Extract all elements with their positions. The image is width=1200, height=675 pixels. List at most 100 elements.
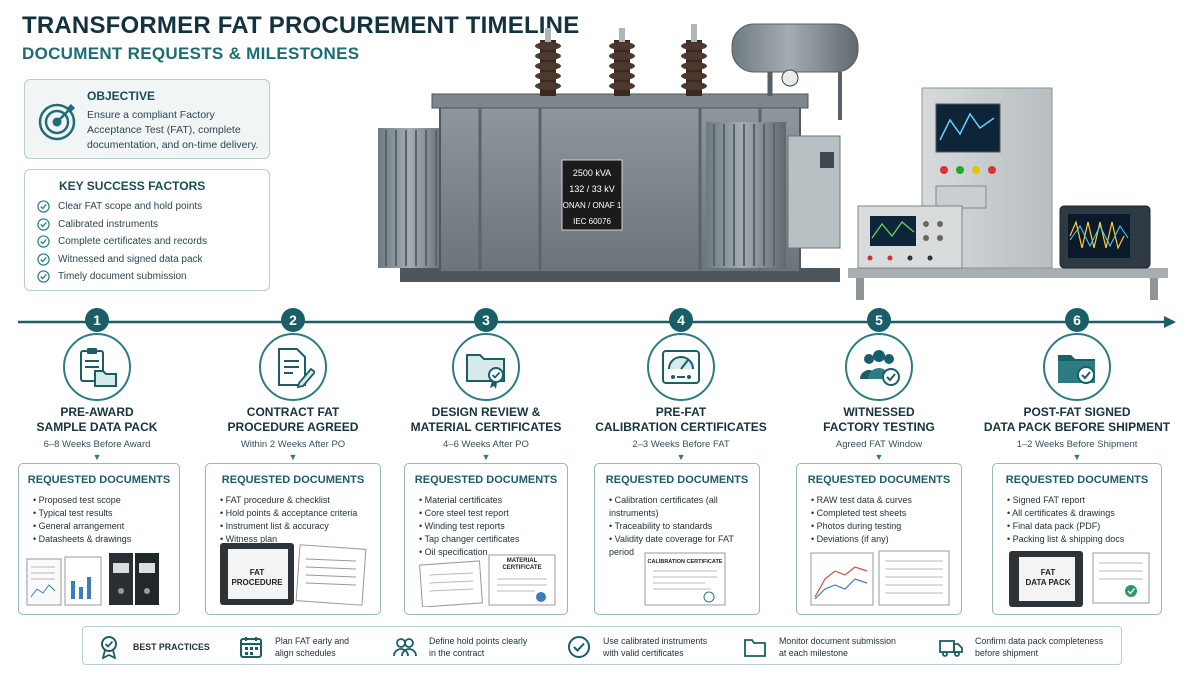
requested-document-item: General arrangement — [33, 520, 171, 533]
milestone-timing: Within 2 Weeks After PO — [240, 439, 346, 450]
requested-document-item: Proposed test scope — [33, 494, 171, 507]
requested-documents-heading: REQUESTED DOCUMENTS — [1005, 474, 1149, 486]
test-data-sheets-image — [810, 550, 950, 606]
milestone-number: 1 — [85, 308, 109, 332]
milestone-title-line-2: FACTORY TESTING — [823, 420, 935, 434]
requested-documents-card-5: REQUESTED DOCUMENTS RAW test data & curv… — [796, 463, 962, 615]
folder-icon — [744, 638, 766, 657]
milestone-number: 4 — [669, 308, 693, 332]
check-circle-icon — [37, 270, 50, 283]
requested-documents-heading: REQUESTED DOCUMENTS — [27, 474, 171, 486]
milestone-title-line-1: WITNESSED — [843, 405, 915, 419]
radiator-left — [378, 128, 448, 268]
success-factor-item: Calibrated instruments — [37, 216, 207, 234]
requested-document-item: Photos during testing — [811, 520, 953, 533]
folder-certificate-icon — [466, 354, 505, 389]
truck-icon — [939, 639, 963, 657]
milestone-timing: 2–3 Weeks Before FAT — [632, 439, 730, 450]
key-success-factors-heading: KEY SUCCESS FACTORS — [59, 179, 206, 193]
milestone-title-line-1: POST-FAT SIGNED — [1023, 405, 1131, 419]
transformer-illustration: 2500 kVA 132 / 33 kV ONAN / ONAF 1 IEC 6… — [378, 23, 1168, 300]
requested-document-item: Tap changer certificates — [419, 533, 559, 546]
power-analyzer — [1059, 205, 1151, 269]
page-title: TRANSFORMER FAT PROCUREMENT TIMELINE — [22, 12, 580, 39]
milestone-title-line-2: MATERIAL CERTIFICATES — [410, 420, 562, 434]
requested-document-item: Final data pack (PDF) — [1007, 520, 1153, 533]
certificate-label-line-1: MATERIAL — [506, 558, 538, 564]
team-check-icon — [860, 350, 900, 386]
milestone-icon-circle — [647, 333, 715, 401]
nameplate-line-1: 2500 kVA — [573, 168, 611, 178]
fat-procedure-binder-image — [220, 543, 367, 606]
nameplate — [561, 159, 623, 231]
calendar-icon — [240, 636, 262, 658]
requested-documents-card-1: REQUESTED DOCUMENTS Proposed test scope … — [18, 463, 180, 615]
milestone-timing: Agreed FAT Window — [835, 439, 923, 450]
success-factor-label: Complete certificates and records — [58, 236, 207, 248]
success-factor-item: Witnessed and signed data pack — [37, 251, 207, 269]
requested-document-item: Signed FAT report — [1007, 494, 1153, 507]
chevron-down-icon: ▼ — [288, 452, 298, 462]
requested-documents-card-6: REQUESTED DOCUMENTS Signed FAT report Al… — [992, 463, 1162, 615]
success-factor-label: Clear FAT scope and hold points — [58, 201, 203, 213]
success-factor-item: Complete certificates and records — [37, 233, 207, 251]
best-practice-item: Monitor document submission at each mile… — [743, 627, 896, 666]
best-practice-text: Monitor document submission at each mile… — [779, 635, 896, 658]
nameplate-line-4: IEC 60076 — [573, 217, 611, 226]
best-practice-item: Define hold points clearly in the contra… — [393, 627, 527, 666]
check-circle-icon — [37, 235, 50, 248]
milestone-timing: 6–8 Weeks Before Award — [43, 439, 151, 450]
objective-panel: OBJECTIVE Ensure a compliant Factory Acc… — [24, 79, 270, 159]
milestone-title-line-1: CONTRACT FAT — [246, 405, 340, 419]
milestone-title-line-2: SAMPLE DATA PACK — [36, 420, 158, 434]
milestone-number: 5 — [867, 308, 891, 332]
binder-label-line-2: PROCEDURE — [231, 578, 283, 587]
best-practices-bar: BEST PRACTICES Plan FAT early and align … — [82, 626, 1122, 665]
best-practice-item: Plan FAT early and align schedules — [239, 627, 349, 666]
check-circle-icon — [37, 253, 50, 266]
nameplate-line-3: ONAN / ONAF 1 — [563, 201, 622, 210]
clipboard-folder-icon — [80, 348, 117, 387]
success-factor-label: Timely document submission — [58, 271, 187, 283]
conservator-tank — [731, 23, 859, 120]
best-practices-heading: BEST PRACTICES — [97, 627, 210, 666]
milestone-icon-circle — [1043, 333, 1111, 401]
page-subtitle: DOCUMENT REQUESTS & MILESTONES — [22, 44, 360, 63]
milestone-number: 2 — [281, 308, 305, 332]
requested-document-item: Winding test reports — [419, 520, 559, 533]
requested-documents-card-4: REQUESTED DOCUMENTS Calibration certific… — [594, 463, 760, 615]
requested-document-item: FAT procedure & checklist — [220, 494, 372, 507]
fat-data-pack-binder-image — [1009, 551, 1150, 607]
requested-document-item: Material certificates — [419, 494, 559, 507]
test-platform — [848, 268, 1168, 278]
hv-bushings — [535, 24, 707, 96]
requested-documents-card-3: REQUESTED DOCUMENTS Material certificate… — [404, 463, 568, 615]
requested-document-item: RAW test data & curves — [811, 494, 953, 507]
sample-data-pack-documents-image — [26, 553, 159, 606]
best-practice-text: Define hold points clearly in the contra… — [429, 635, 528, 658]
requested-document-item: Datasheets & drawings — [33, 533, 171, 546]
award-ribbon-icon — [101, 635, 117, 659]
milestone-timing: 1–2 Weeks Before Shipment — [1016, 439, 1138, 450]
requested-document-item: Completed test sheets — [811, 507, 953, 520]
calibration-certificate-label: CALIBRATION CERTIFICATE — [647, 559, 723, 565]
radiator-right — [706, 122, 786, 268]
milestone-icon-circle — [845, 333, 913, 401]
binder-label-line-2: DATA PACK — [1025, 578, 1071, 587]
milestone-icon-circle — [452, 333, 520, 401]
requested-documents-heading: REQUESTED DOCUMENTS — [605, 474, 749, 486]
milestone-title-line-2: DATA PACK BEFORE SHIPMENT — [983, 420, 1171, 434]
success-factor-label: Witnessed and signed data pack — [58, 253, 203, 265]
milestone-number: 3 — [474, 308, 498, 332]
chevron-down-icon: ▼ — [874, 452, 884, 462]
milestone-timing: 4–6 Weeks After PO — [443, 439, 529, 450]
nameplate-line-2: 132 / 33 kV — [569, 184, 615, 194]
success-factor-item: Timely document submission — [37, 268, 207, 286]
requested-document-item: Core steel test report — [419, 507, 559, 520]
target-icon — [38, 103, 76, 141]
